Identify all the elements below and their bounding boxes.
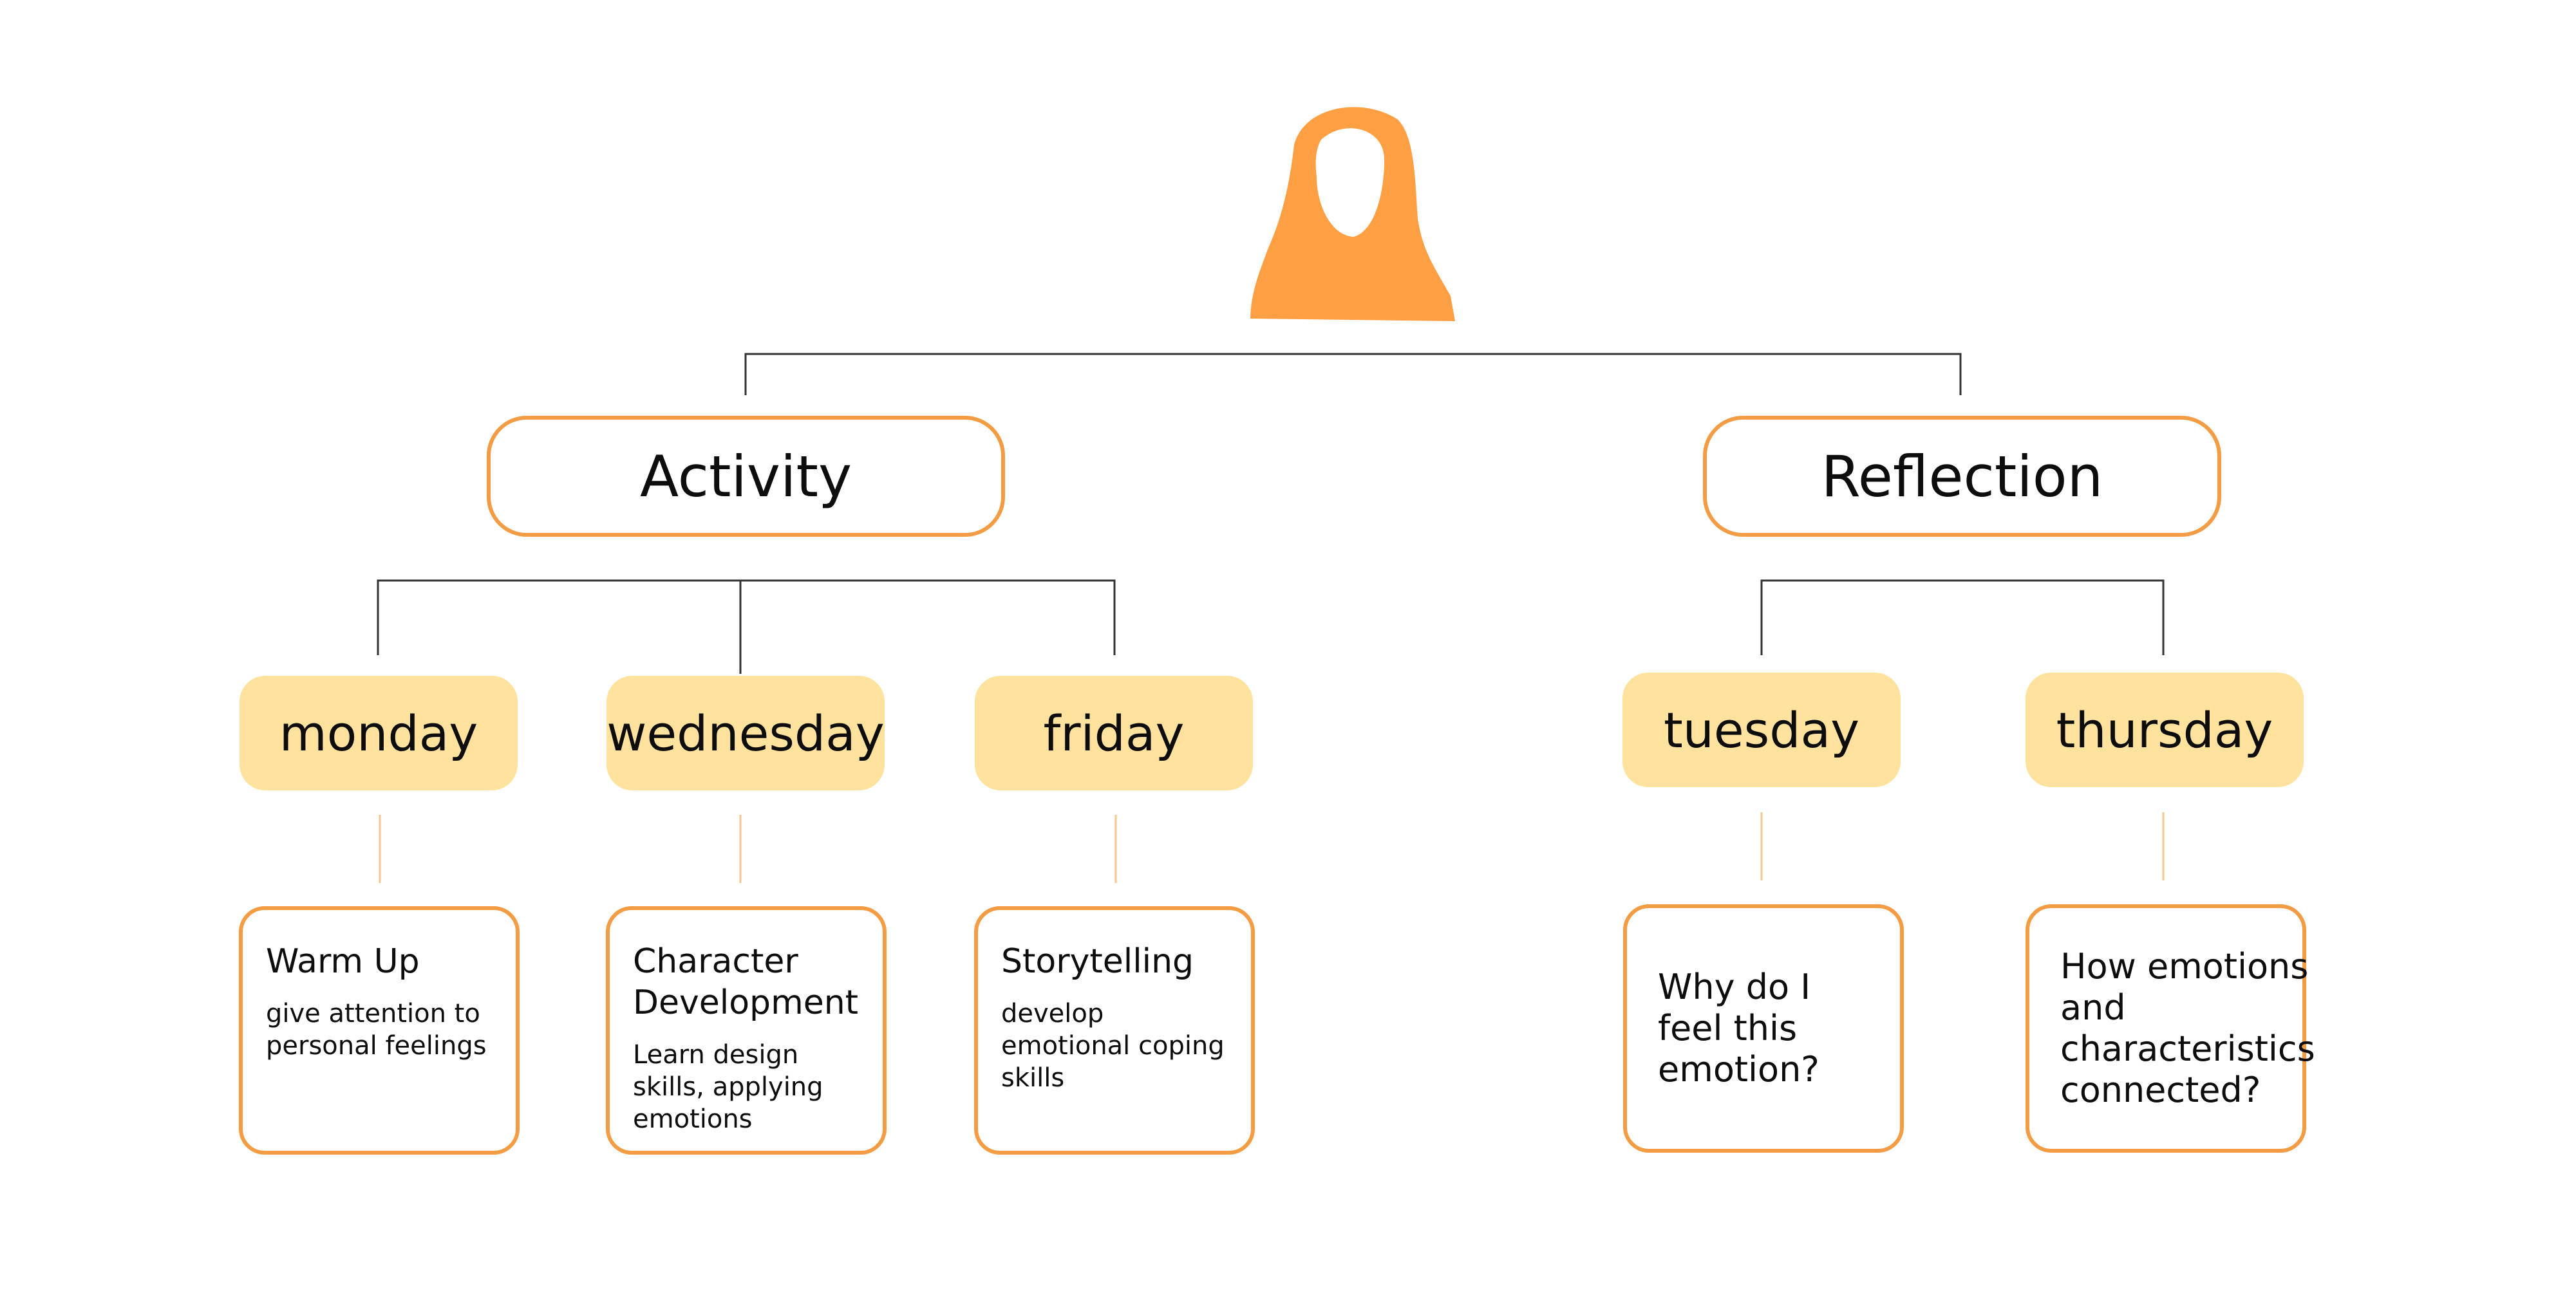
root-connector (744, 353, 1962, 395)
day-wednesday: wednesday (606, 676, 885, 790)
card-monday: Warm Up give attention to personal feeli… (239, 906, 520, 1155)
card-thursday-question: How emotions and characteristics connect… (2060, 946, 2315, 1110)
card-monday-description: give attention to personal feelings (266, 999, 487, 1061)
card-monday-title: Warm Up (266, 942, 420, 981)
day-label-friday: friday (1043, 704, 1185, 762)
day-thursday: thursday (2026, 673, 2304, 787)
reflection-label: Reflection (1821, 443, 2103, 510)
activity-label: Activity (639, 443, 852, 510)
day-label-monday: monday (279, 704, 478, 762)
card-tuesday-question: Why do I feel this emotion? (1658, 967, 1819, 1090)
card-thursday: How emotions and characteristics connect… (2026, 904, 2315, 1153)
card-wednesday-description: Learn design skills, applying emotions (633, 1040, 823, 1134)
reflection-connector (1760, 579, 2165, 655)
card-tuesday: Why do I feel this emotion? (1623, 904, 1904, 1153)
card-wednesday-title: Character Development (633, 942, 859, 1022)
activity-category: Activity (487, 416, 1005, 537)
activity-connector (377, 579, 1116, 674)
day-tuesday: tuesday (1622, 673, 1901, 787)
day-label-thursday: thursday (2056, 701, 2273, 759)
day-label-wednesday: wednesday (606, 704, 885, 762)
day-friday: friday (975, 676, 1253, 790)
person-with-hijab-icon (1249, 100, 1456, 321)
card-friday-description: develop emotional coping skills (1001, 999, 1225, 1093)
card-friday: Storytelling develop emotional coping sk… (974, 906, 1255, 1155)
card-friday-title: Storytelling (1001, 942, 1194, 981)
day-monday: monday (240, 676, 518, 790)
day-label-tuesday: tuesday (1663, 701, 1860, 759)
card-wednesday: Character Development Learn design skill… (606, 906, 887, 1155)
reflection-category: Reflection (1703, 416, 2221, 537)
